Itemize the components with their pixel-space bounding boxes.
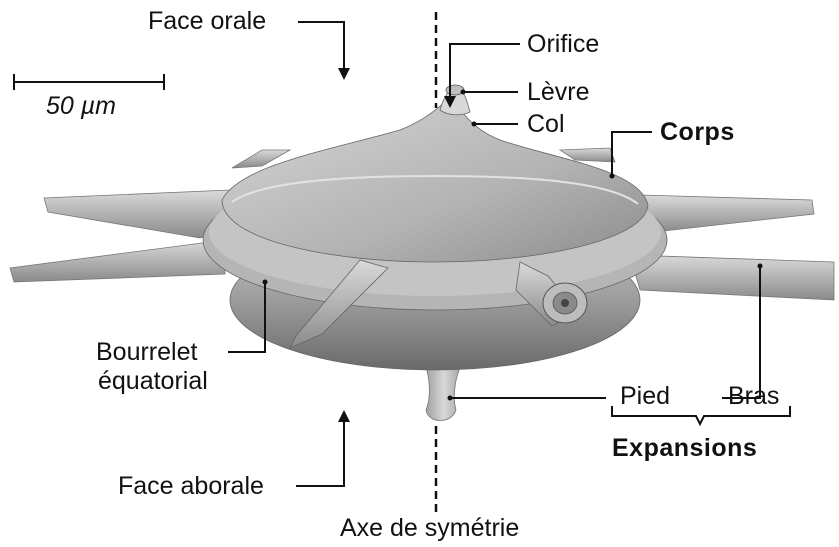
col-label: Col xyxy=(527,112,565,137)
scale-bar xyxy=(14,74,164,90)
bourrelet-label-line1: Bourrelet xyxy=(96,340,197,365)
bras-label: Bras xyxy=(728,384,779,409)
face-orale-leader xyxy=(298,22,350,80)
bourrelet-label-line2: équatorial xyxy=(98,369,208,394)
arm-right-lower xyxy=(630,255,834,300)
corps-label: Corps xyxy=(660,120,735,145)
arm-left-lower xyxy=(10,240,225,282)
face-aborale-label: Face aborale xyxy=(118,474,264,499)
orifice-label: Orifice xyxy=(527,32,599,57)
face-orale-label: Face orale xyxy=(148,9,266,34)
axe-label: Axe de symétrie xyxy=(340,516,519,541)
scale-label: 50 µm xyxy=(46,94,116,119)
expansions-label: Expansions xyxy=(612,436,757,461)
arm-right-upper xyxy=(640,195,814,232)
face-aborale-leader xyxy=(296,410,350,486)
pied-label: Pied xyxy=(620,384,670,409)
corps-leader xyxy=(612,132,652,174)
body-dome xyxy=(222,98,648,262)
levre-label: Lèvre xyxy=(527,80,590,105)
